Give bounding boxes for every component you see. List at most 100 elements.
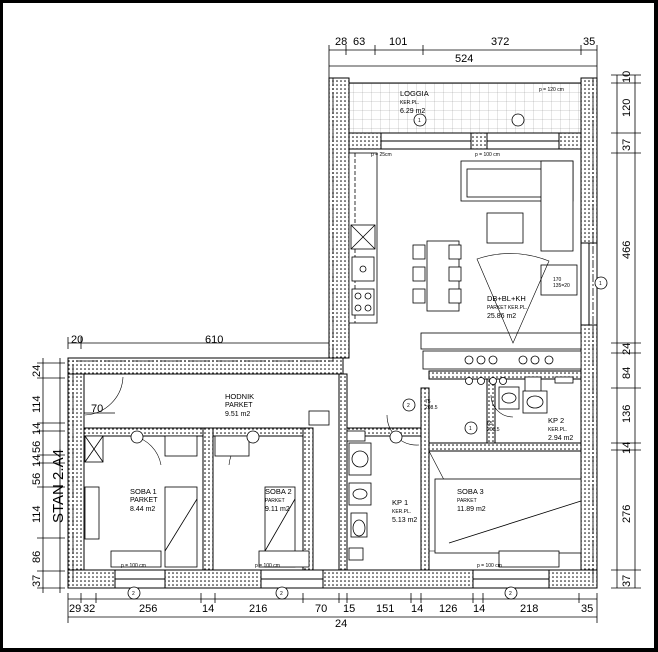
dim-right-4: 24 xyxy=(621,343,633,355)
dim-left-8: 37 xyxy=(31,575,43,587)
svg-text:9.11 m2: 9.11 m2 xyxy=(265,506,290,513)
marker-num-1: 1 xyxy=(599,281,602,287)
dim-left-3: 56 xyxy=(31,441,43,453)
dim-bottom-0: 29 xyxy=(69,603,81,615)
svg-text:SOBA 1: SOBA 1 xyxy=(130,487,157,496)
dim-bottom-11: 218 xyxy=(520,603,538,615)
dim-right-2: 37 xyxy=(621,139,633,151)
section-markers xyxy=(127,113,608,600)
dim-left-4: 14 xyxy=(31,455,43,467)
room-soba-2: SOBA 2 PARKET 9.11 m2 xyxy=(265,487,292,513)
svg-text:SOBA 2: SOBA 2 xyxy=(265,487,292,496)
dim-bottom-9: 126 xyxy=(439,603,457,615)
dim-bottom-5: 70 xyxy=(315,603,327,615)
svg-text:SOBA 3: SOBA 3 xyxy=(457,487,484,496)
dim-right-5: 84 xyxy=(621,367,633,379)
plan-title: STAN 2.A4 xyxy=(50,449,67,523)
dim-right-3: 466 xyxy=(621,241,633,259)
svg-text:KER.PL.: KER.PL. xyxy=(400,100,419,106)
dim-right-1: 120 xyxy=(621,99,633,117)
svg-text:2.94 m2: 2.94 m2 xyxy=(548,435,573,442)
drawing-sheet: 28 63 101 372 35 524 10 120 37 466 24 84… xyxy=(3,3,654,648)
dim-right-6: 136 xyxy=(621,405,633,423)
svg-text:25.86 m2: 25.86 m2 xyxy=(487,313,516,320)
dim-left-6: 114 xyxy=(31,505,43,523)
dim-right-7: 14 xyxy=(621,442,633,454)
dim-bottom-8: 14 xyxy=(411,603,423,615)
svg-text:LOGGIA: LOGGIA xyxy=(400,89,429,98)
exterior-walls xyxy=(67,77,598,589)
interior-walls xyxy=(83,370,582,571)
svg-text:DB+BL+KH: DB+BL+KH xyxy=(487,294,526,303)
dim-left-5: 56 xyxy=(31,473,43,485)
dim-left-1: 114 xyxy=(31,395,43,413)
svg-text:HODNIK: HODNIK xyxy=(225,392,254,401)
living-furniture xyxy=(412,160,582,396)
dim-bottom-1: 32 xyxy=(83,603,95,615)
room-dbblkh: DB+BL+KH PARKET KER.PL. 25.86 m2 xyxy=(487,294,527,320)
dim-bottom-7: 151 xyxy=(376,603,394,615)
note-p25: p = 25cm xyxy=(371,152,392,158)
svg-text:6.29 m2: 6.29 m2 xyxy=(400,108,425,115)
text-layer: 28 63 101 372 35 524 10 120 37 466 24 84… xyxy=(31,36,633,630)
marker-num-6: 2 xyxy=(509,591,512,597)
note-p100b: p = 100 cm xyxy=(121,563,146,569)
dim-bottom-3: 14 xyxy=(202,603,214,615)
dim-top-total: 524 xyxy=(455,53,473,65)
svg-text:PARKET: PARKET xyxy=(225,402,253,409)
dim-left-0: 24 xyxy=(31,365,43,377)
dim-left-7: 86 xyxy=(31,551,43,563)
room-loggia: LOGGIA KER.PL. 6.29 m2 xyxy=(400,89,429,115)
dim-bottom-10: 14 xyxy=(473,603,485,615)
room-kp-1: KP 1 KER.PL. 5.13 m2 xyxy=(392,498,417,524)
svg-text:KP 1: KP 1 xyxy=(392,498,408,507)
svg-text:PARKET: PARKET xyxy=(457,498,477,504)
dim-bottom-6: 15 xyxy=(343,603,355,615)
floor-plan-drawing xyxy=(37,45,641,623)
dim-bottom-sub: 24 xyxy=(335,618,347,630)
marker-num-5: 2 xyxy=(280,591,283,597)
marker-num-3: 1 xyxy=(469,426,472,432)
dim-top-3: 372 xyxy=(491,36,509,48)
dim-bottom-2: 256 xyxy=(139,603,157,615)
dashdot-outlines xyxy=(72,78,594,583)
marker-num-0: 1 xyxy=(418,118,421,124)
dim-right-0: 10 xyxy=(621,71,633,83)
note-p100: p = 100 cm xyxy=(475,152,500,158)
dim-bottom-12: 35 xyxy=(581,603,593,615)
svg-text:8.44 m2: 8.44 m2 xyxy=(130,506,155,513)
room-soba-3: SOBA 3 PARKET 11.89 m2 xyxy=(457,487,486,513)
room-kp-2: KP 2 KER.PL. 2.94 m2 xyxy=(548,416,573,442)
dim-right-9: 37 xyxy=(621,575,633,587)
bathroom-fixtures xyxy=(346,386,548,561)
dim-top-2: 101 xyxy=(389,36,407,48)
bedroom-furniture xyxy=(84,410,582,568)
dim-upper-left-1: 610 xyxy=(205,334,223,346)
note-loggia-p: p = 120 cm xyxy=(539,87,564,93)
dim-top-0: 28 xyxy=(335,36,347,48)
note-p100d: p = 100 cm xyxy=(477,563,502,569)
svg-text:9.51 m2: 9.51 m2 xyxy=(225,411,250,418)
dim-right-8: 276 xyxy=(621,505,633,523)
svg-text:PARKET: PARKET xyxy=(265,498,285,504)
room-soba-1: SOBA 1 PARKET 8.44 m2 xyxy=(130,487,158,513)
marker-num-2: 2 xyxy=(407,403,410,409)
dim-top-1: 63 xyxy=(353,36,365,48)
svg-text:PARKET: PARKET xyxy=(130,497,158,504)
svg-text:11.89 m2: 11.89 m2 xyxy=(457,506,486,513)
dim-upper-left-0: 20 xyxy=(71,334,83,346)
dim-top-4: 35 xyxy=(583,36,595,48)
dim-left-2: 14 xyxy=(31,423,43,435)
svg-text:KP 2: KP 2 xyxy=(548,416,564,425)
svg-text:KER.PL.: KER.PL. xyxy=(548,427,567,433)
kitchen-counter xyxy=(348,152,378,324)
note-p100c: p = 100 cm xyxy=(255,563,280,569)
svg-text:KER.PL.: KER.PL. xyxy=(392,509,411,515)
svg-text:PARKET KER.PL.: PARKET KER.PL. xyxy=(487,305,527,311)
dim-bottom-4: 216 xyxy=(249,603,267,615)
dim-entry: 70 xyxy=(91,403,103,415)
